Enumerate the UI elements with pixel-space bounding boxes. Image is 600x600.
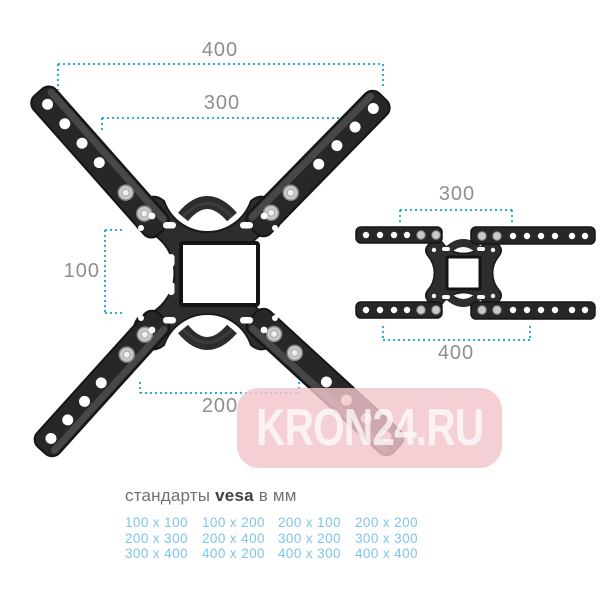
dimension-lines-folded <box>382 209 531 341</box>
bolt-icon <box>477 231 487 241</box>
vesa-title: стандарты vesa в мм <box>125 486 465 506</box>
vesa-size: 400 x 300 <box>278 546 341 562</box>
folded-dim-bottom-label: 400 <box>437 342 475 364</box>
vesa-size: 300 x 200 <box>278 530 341 546</box>
folded-dim-top-label: 300 <box>438 183 476 205</box>
folded-arm-bottom-left <box>355 301 443 319</box>
vesa-size: 200 x 400 <box>202 530 265 546</box>
bolt-icon <box>492 231 502 241</box>
mount-folded-view <box>355 226 596 320</box>
bolt-icon <box>117 184 135 201</box>
vesa-size: 300 x 300 <box>355 530 418 546</box>
front-dim-inner-top-label: 300 <box>203 92 241 114</box>
bolt-icon <box>431 305 441 315</box>
front-arm-bottom-left <box>33 309 171 458</box>
front-hub-holes <box>138 212 278 334</box>
bolt-icon <box>136 205 153 222</box>
bolt-icon <box>265 325 283 343</box>
vesa-size: 400 x 200 <box>202 546 265 562</box>
bolt-icon <box>118 346 135 363</box>
front-dim-bottom-label: 200 <box>201 395 239 417</box>
vesa-size: 300 x 400 <box>125 546 188 562</box>
bolt-icon <box>262 204 280 222</box>
front-arm-top-left <box>30 85 170 239</box>
bolt-icon <box>416 230 426 240</box>
vesa-size: 200 x 300 <box>125 530 188 546</box>
folded-arm-top-left <box>355 226 443 244</box>
bolt-icon <box>282 184 299 202</box>
folded-hub-holes <box>431 247 496 299</box>
vesa-size: 100 x 100 <box>125 515 188 530</box>
vesa-size: 200 x 100 <box>278 515 341 530</box>
folded-arm-top-right <box>470 226 596 245</box>
folded-arm-bottom-right <box>470 301 596 320</box>
vesa-size-table: 100 x 100 100 x 200 200 x 100 200 x 200 … <box>125 515 465 562</box>
front-dim-top-label: 400 <box>201 39 239 61</box>
vesa-title-suffix: в мм <box>258 486 297 505</box>
vesa-title-brand: vesa <box>215 486 254 505</box>
front-dim-left-label: 100 <box>63 260 100 282</box>
vesa-size: 400 x 400 <box>355 546 418 562</box>
bolt-icon <box>492 305 502 315</box>
bolt-icon <box>416 305 426 315</box>
bolt-icon <box>286 344 303 362</box>
front-arm-top-right <box>245 89 391 238</box>
vesa-standards-block: стандарты vesa в мм 100 x 100 100 x 200 … <box>125 486 465 562</box>
bolt-icon <box>431 230 441 240</box>
watermark-badge: KRON24.RU <box>237 388 502 468</box>
vesa-title-prefix: стандарты <box>125 486 211 505</box>
vesa-size: 200 x 200 <box>355 515 418 530</box>
vesa-size: 100 x 200 <box>202 515 265 530</box>
bolt-icon <box>477 305 487 315</box>
watermark-text: KRON24.RU <box>255 399 484 457</box>
